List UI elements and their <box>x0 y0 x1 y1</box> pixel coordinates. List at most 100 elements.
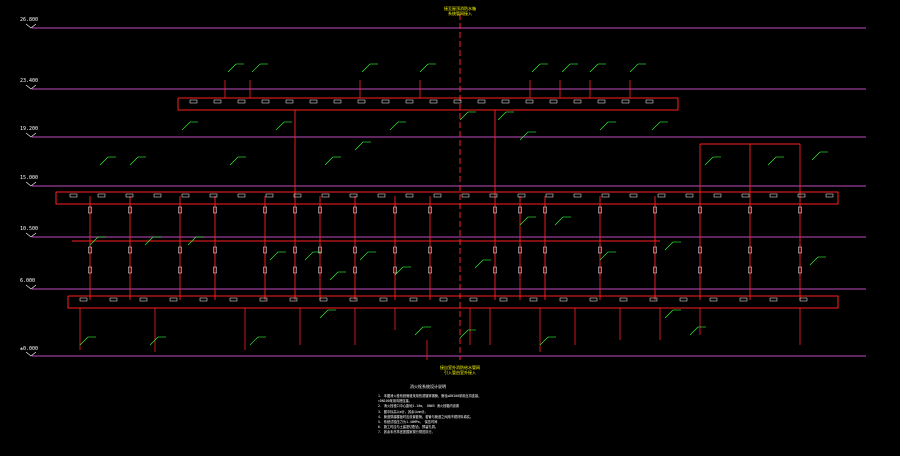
leader-line-22 <box>704 156 714 166</box>
valve-symbol-71 <box>597 99 606 104</box>
leader-line-37 <box>664 241 674 251</box>
leader-line-2 <box>251 63 261 73</box>
valve-symbol-51 <box>739 297 748 302</box>
level-label-6: 6.000 <box>20 278 36 284</box>
valve-symbol-26 <box>769 193 778 198</box>
hydrant-node-31 <box>493 206 497 214</box>
hydrant-node-35 <box>518 246 522 254</box>
leader-line-36 <box>599 251 609 261</box>
leader-line-14 <box>519 131 529 141</box>
note-line-4: 3. 图中标高以m计，其余以mm计。 <box>378 409 428 414</box>
valve-symbol-10 <box>321 193 330 198</box>
leader-line-27 <box>187 236 197 246</box>
valve-symbol-23 <box>685 193 694 198</box>
leader-line-33 <box>474 259 484 269</box>
level-marker-3 <box>25 132 37 138</box>
valve-symbol-35 <box>259 297 268 302</box>
valve-symbol-57 <box>261 99 270 104</box>
note-line-8: 7. 其余未尽事宜按国家现行规范执行。 <box>378 430 435 435</box>
bottom-connection-note: 接自室外消防给水管网 引入管由室外接入 <box>430 365 490 375</box>
hydrant-node-19 <box>318 206 322 214</box>
leader-line-5 <box>531 63 541 73</box>
valve-symbol-70 <box>573 99 582 104</box>
valve-symbol-45 <box>559 297 568 302</box>
leader-line-44 <box>459 329 469 339</box>
hydrant-node-43 <box>653 206 657 214</box>
leader-line-6 <box>561 63 571 73</box>
leader-line-34 <box>519 216 529 226</box>
valve-symbol-4 <box>153 193 162 198</box>
hydrant-node-36 <box>518 266 522 274</box>
hydrant-node-18 <box>293 266 297 274</box>
valve-symbol-22 <box>657 193 666 198</box>
leader-line-45 <box>539 336 549 346</box>
hydrant-node-2 <box>88 246 92 254</box>
valve-symbol-13 <box>405 193 414 198</box>
valve-symbol-28 <box>825 193 834 198</box>
note-line-1: 1. 本图消火栓系统管道采用热浸镀锌钢管，管径≤DN100采用丝扣连接， <box>378 394 482 398</box>
leader-line-13 <box>497 111 507 121</box>
leader-line-42 <box>319 309 329 319</box>
hydrant-node-42 <box>598 266 602 274</box>
hydrant-node-9 <box>178 266 182 274</box>
leader-line-9 <box>181 121 191 131</box>
hydrant-node-30 <box>428 266 432 274</box>
hydrant-node-21 <box>318 266 322 274</box>
leader-line-25 <box>89 236 99 246</box>
valve-symbol-54 <box>189 99 198 104</box>
valve-symbol-11 <box>349 193 358 198</box>
notes-title: 消火栓系统设计说明 <box>410 384 446 389</box>
hydrant-node-8 <box>178 246 182 254</box>
valve-symbol-9 <box>293 193 302 198</box>
leader-line-15 <box>599 121 609 131</box>
valve-symbol-15 <box>461 193 470 198</box>
valve-symbol-63 <box>405 99 414 104</box>
leader-line-30 <box>329 271 339 281</box>
note-line-6: 5. 系统试验压力为1.40MPa， 保压时间 <box>378 420 438 425</box>
hydrant-node-22 <box>353 206 357 214</box>
leader-line-18 <box>129 156 139 166</box>
hydrant-node-33 <box>493 266 497 274</box>
hydrant-node-50 <box>748 246 752 254</box>
leader-line-32 <box>394 266 404 276</box>
hydrant-node-45 <box>653 266 657 274</box>
valve-symbol-27 <box>797 193 806 198</box>
note-line-5: 4. 管道穿越楼板时应设置套管，套管与管道之间用不燃材料填实。 <box>378 414 474 419</box>
leader-line-12 <box>459 111 469 121</box>
hydrant-node-6 <box>128 266 132 274</box>
valve-symbol-50 <box>709 297 718 302</box>
level-label-3: 19.200 <box>20 126 39 132</box>
valve-symbol-73 <box>645 99 654 104</box>
valve-symbol-60 <box>333 99 342 104</box>
valve-symbol-46 <box>589 297 598 302</box>
valve-symbol-8 <box>265 193 274 198</box>
level-marker-4 <box>25 181 37 187</box>
valve-symbol-21 <box>629 193 638 198</box>
valve-symbol-53 <box>799 297 808 302</box>
hydrant-node-7 <box>178 206 182 214</box>
level-label-1: 26.800 <box>20 17 39 23</box>
valve-symbol-41 <box>439 297 448 302</box>
valve-symbol-6 <box>209 193 218 198</box>
hydrant-node-16 <box>293 206 297 214</box>
hydrant-node-37 <box>543 206 547 214</box>
top-note-line-2: 系统管网接入 <box>448 11 472 16</box>
top-note-line-1: 接至屋顶消防水箱 <box>444 6 476 11</box>
valve-symbol-52 <box>769 297 778 302</box>
hydrant-node-47 <box>698 246 702 254</box>
valve-symbol-64 <box>429 99 438 104</box>
level-marker-6 <box>25 284 37 290</box>
valve-symbol-14 <box>433 193 442 198</box>
leader-line-43 <box>414 326 424 336</box>
level-label-7: ±0.000 <box>20 346 39 352</box>
leader-line-21 <box>354 141 364 151</box>
valve-symbol-5 <box>181 193 190 198</box>
valve-symbol-24 <box>713 193 722 198</box>
top-ring-main <box>177 97 679 111</box>
valve-symbol-1 <box>69 193 78 198</box>
valve-symbol-3 <box>125 193 134 198</box>
hydrant-node-46 <box>698 206 702 214</box>
hydrant-node-53 <box>798 246 802 254</box>
hydrant-node-27 <box>393 266 397 274</box>
